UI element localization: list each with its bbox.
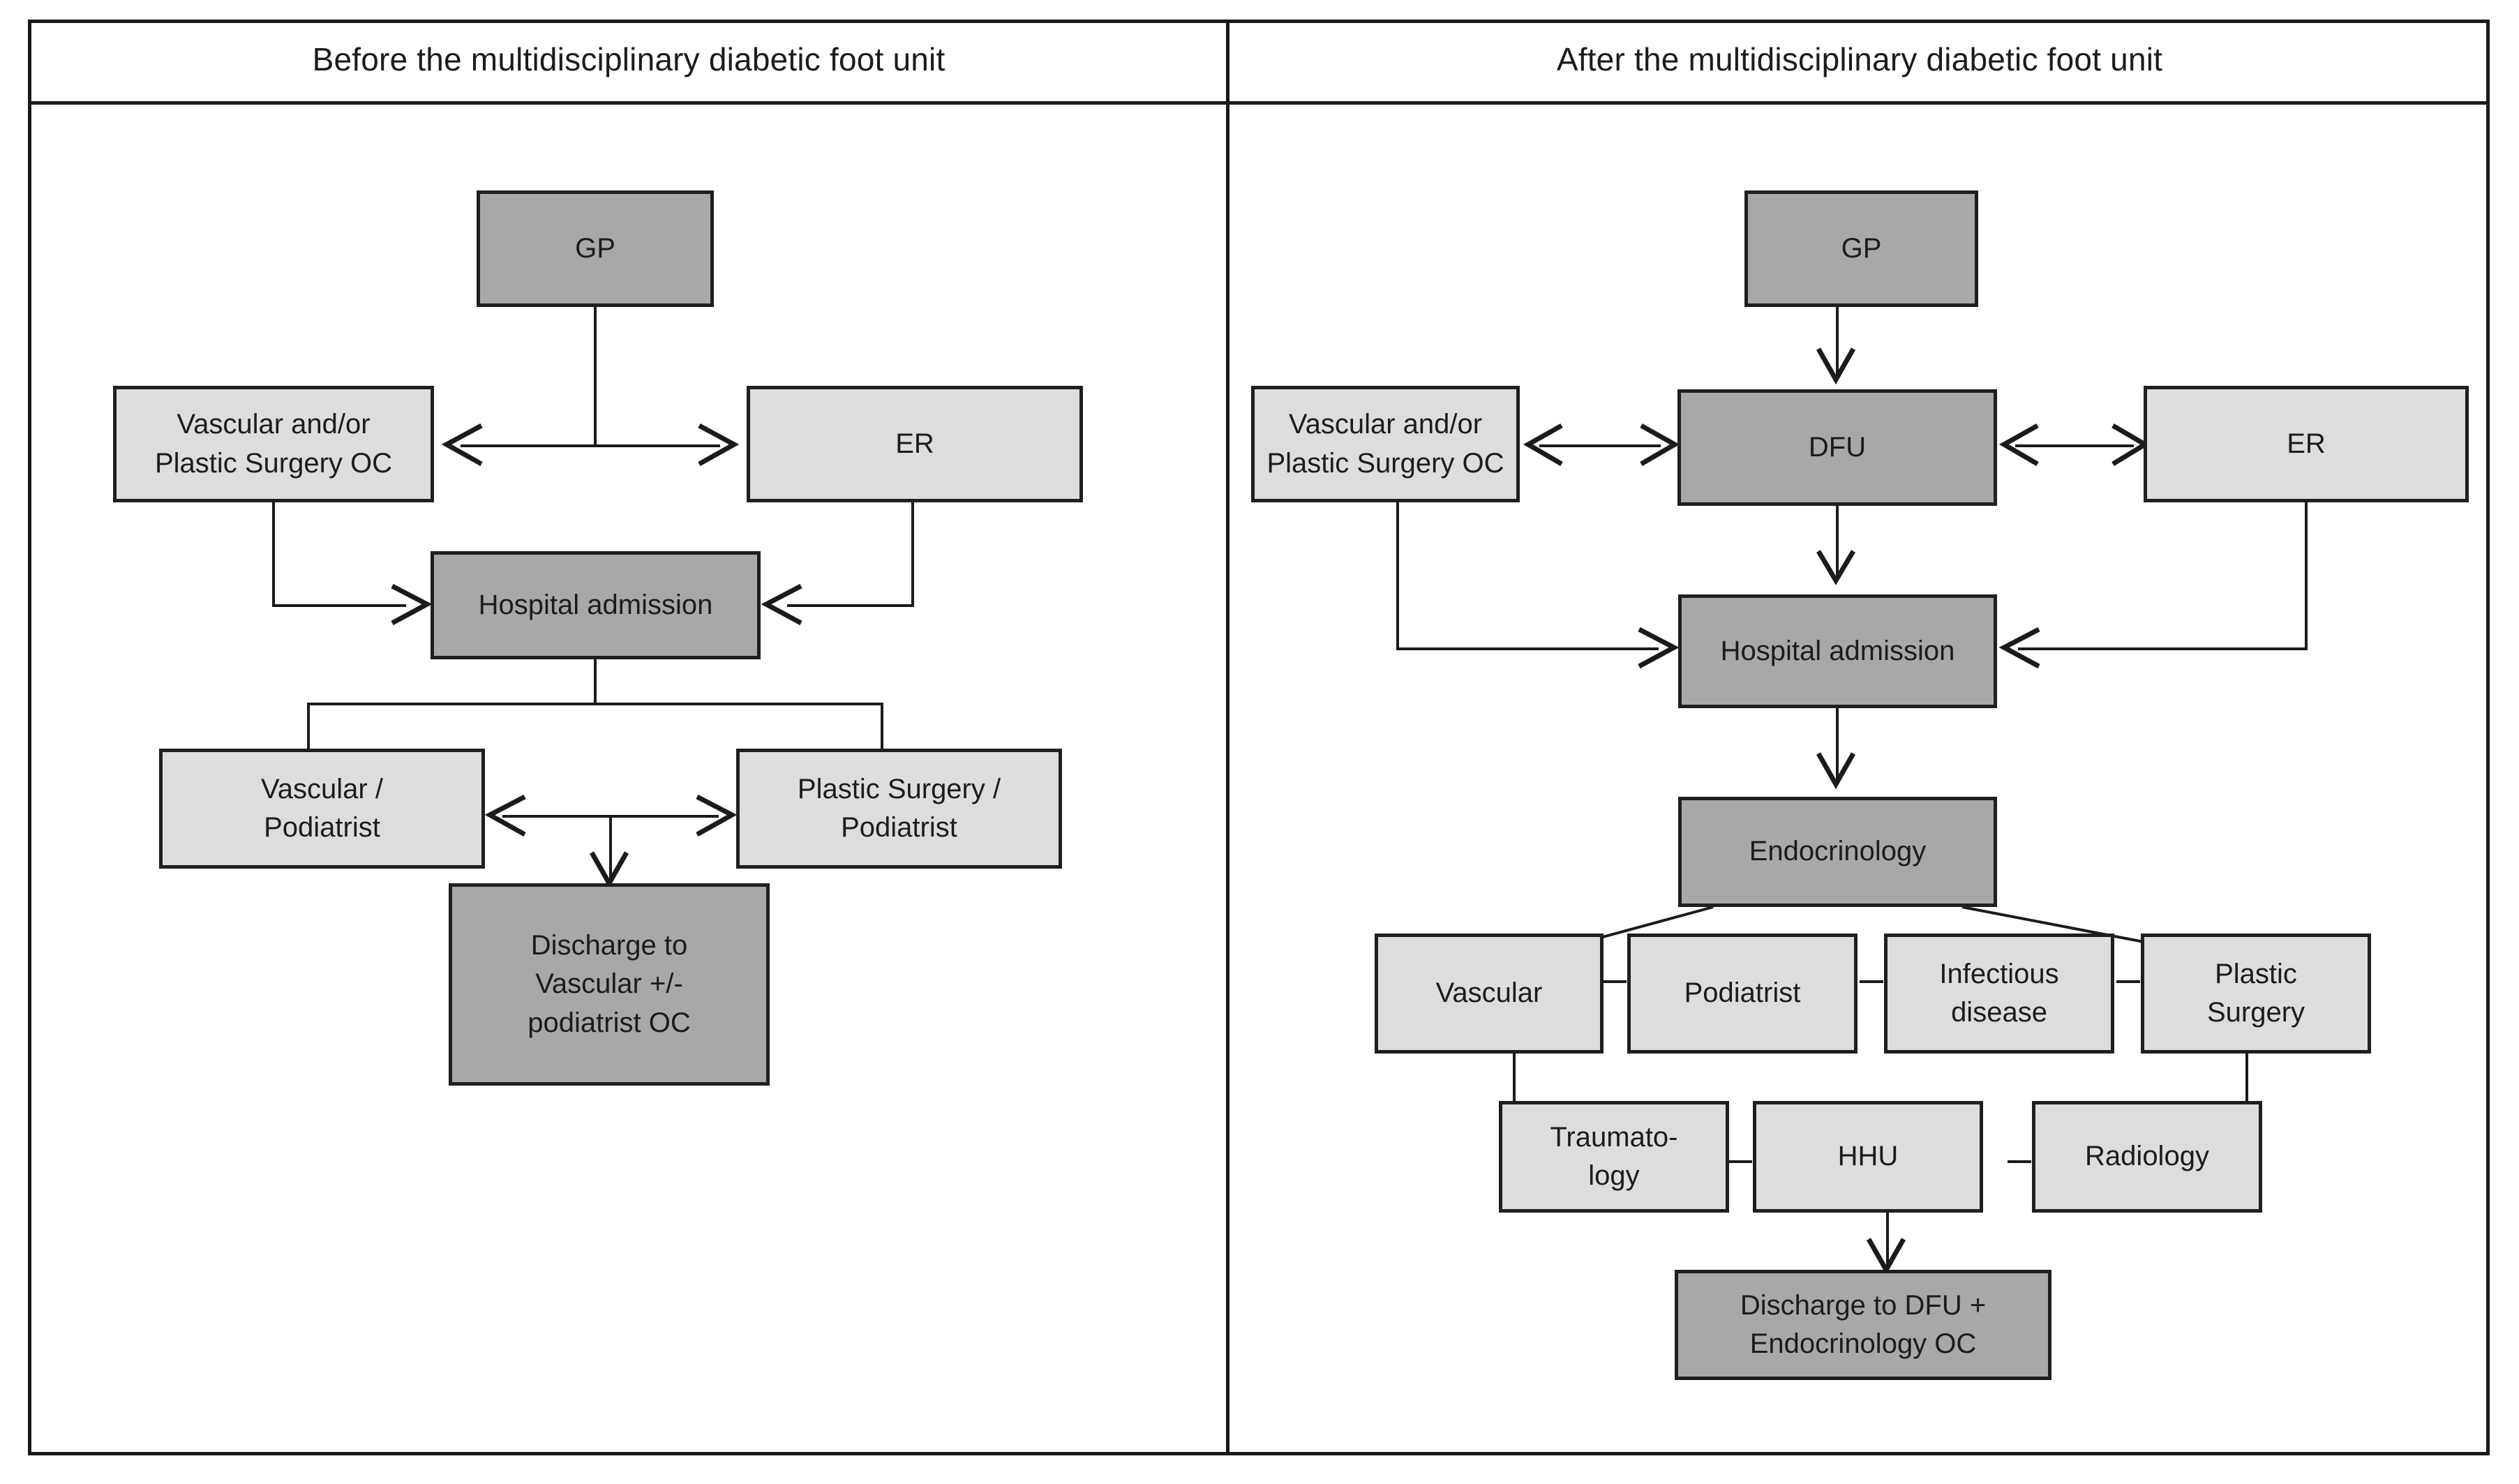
edge-to-discharge [609,815,612,880]
node-traumatology[interactable]: Traumato- logy [1499,1101,1729,1213]
edge-dfu-down [1836,504,1839,577]
edge-er-to-admission [787,604,914,607]
edge-gp2-down [1836,307,1839,376]
edge-vascoc-down [272,502,275,606]
node-radiology[interactable]: Radiology [2032,1101,2262,1213]
edge-hhu-radiology [2008,1160,2031,1163]
edge-infectious-plastic [2116,980,2140,983]
edge-vascular-podiatrist [1603,980,1627,983]
edge-admission-split-bar [307,703,883,705]
node-vascular-podiatrist[interactable]: Vascular / Podiatrist [159,749,485,869]
node-vascular-plastic-oc[interactable]: Vascular and/or Plastic Surgery OC [113,386,434,502]
figure-frame [28,20,2490,1455]
edge-split-to-plastpod [881,703,883,750]
node-endocrinology[interactable]: Endocrinology [1678,797,1997,907]
panel-title-after: After the multidisciplinary diabetic foo… [1556,41,2163,77]
edge-vascoc2-dfu-bar [1539,444,1661,447]
node-plastic-surgery[interactable]: Plastic Surgery [2141,934,2371,1054]
edge-trauma-hhu [1728,1160,1752,1163]
edge-vascoc-er-bar [461,444,720,447]
edge-er2-down [2305,501,2308,649]
edge-podiatrist-infectious [1860,980,1883,983]
node-plastic-surgery-podiatrist[interactable]: Plastic Surgery / Podiatrist [736,749,1062,869]
node-dfu[interactable]: DFU [1677,389,1997,506]
edge-gp-down [594,307,597,446]
node-podiatrist[interactable]: Podiatrist [1627,934,1858,1054]
edge-vascoc-to-admission [272,604,406,607]
node-gp[interactable]: GP [477,190,714,307]
header-rule [28,101,2490,105]
edge-vascoc2-to-admission [1396,647,1659,650]
node-hhu[interactable]: HHU [1753,1101,1983,1213]
node-discharge-dfu-endocrinology[interactable]: Discharge to DFU + Endocrinology OC [1675,1270,2051,1380]
edge-er-down [911,502,914,606]
edge-admission2-down [1836,708,1839,781]
node-er[interactable]: ER [747,386,1083,502]
panel-divider [1226,20,1229,1455]
node-infectious-disease[interactable]: Infectious disease [1884,934,2114,1054]
edge-vascular-down [1513,1029,1516,1102]
node-hospital-admission-after[interactable]: Hospital admission [1678,594,1997,708]
edge-dfu-er-bar [2015,444,2134,447]
edge-plastic-down [2245,1029,2248,1102]
edge-er2-to-admission [2018,647,2308,650]
node-discharge-vascular-podiatrist[interactable]: Discharge to Vascular +/- podiatrist OC [449,883,770,1086]
edge-admission-down [594,659,597,704]
node-vascular[interactable]: Vascular [1375,934,1604,1054]
edge-split-to-vascpod [307,703,310,750]
node-gp-after[interactable]: GP [1744,190,1978,307]
edge-vascoc2-down [1396,501,1399,649]
panel-title-before: Before the multidisciplinary diabetic fo… [312,41,945,77]
edge-hhu-down [1886,1213,1889,1267]
node-vascular-plastic-oc-after[interactable]: Vascular and/or Plastic Surgery OC [1251,386,1520,502]
node-er-after[interactable]: ER [2144,386,2469,502]
node-hospital-admission[interactable]: Hospital admission [431,551,761,659]
